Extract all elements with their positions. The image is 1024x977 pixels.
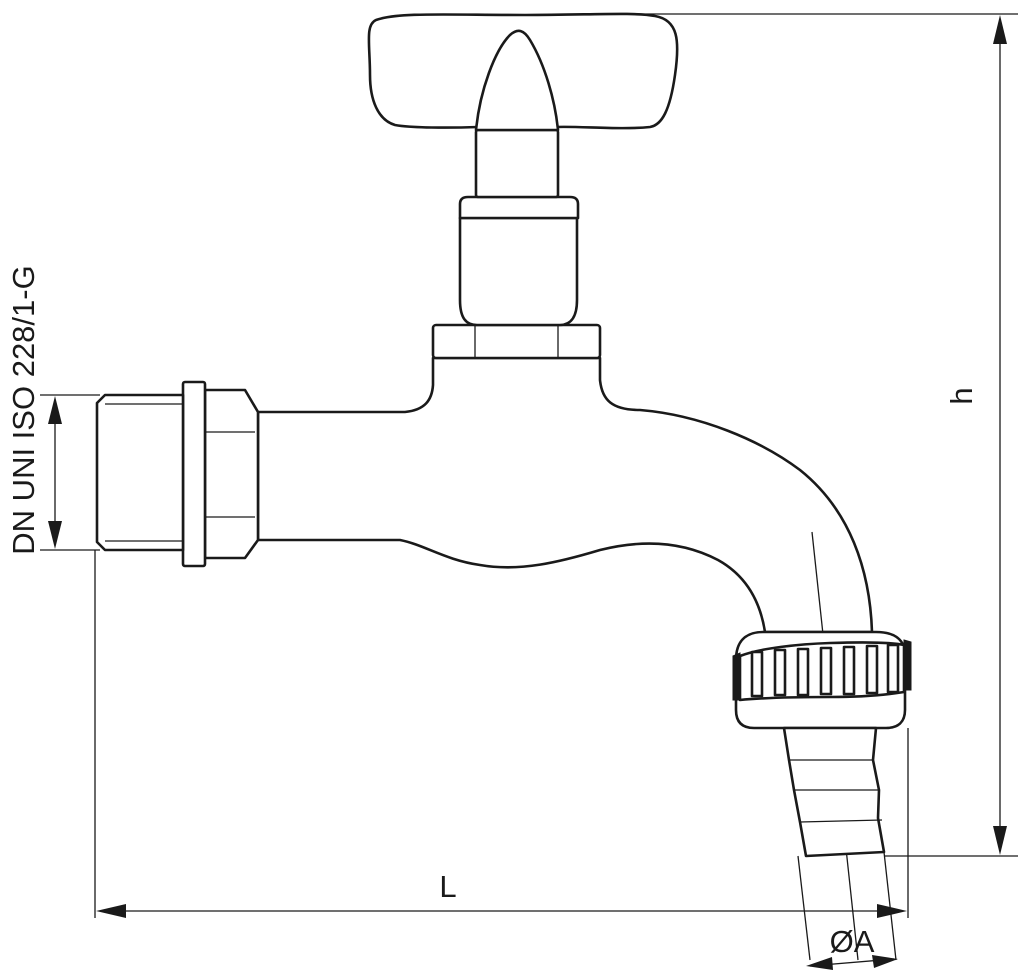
thread-dimension xyxy=(40,394,100,551)
bonnet-nut xyxy=(431,323,602,360)
outlet-coupling-nut xyxy=(732,630,912,730)
hose-tail xyxy=(782,726,897,961)
diameter-label: ØA xyxy=(830,924,875,959)
diameter-dimension xyxy=(806,955,898,970)
knurl-ribs xyxy=(750,643,900,698)
tap-handle xyxy=(367,12,679,132)
bonnet xyxy=(458,195,580,327)
inlet-flange xyxy=(181,380,207,568)
length-dimension xyxy=(94,550,909,918)
inlet-connector xyxy=(95,380,260,568)
standard-label: DN UNI ISO 228/1-G xyxy=(6,265,41,554)
height-label: h xyxy=(944,387,979,404)
length-label: L xyxy=(439,869,456,904)
height-dimension xyxy=(636,13,1018,857)
valve-stem xyxy=(474,128,560,199)
